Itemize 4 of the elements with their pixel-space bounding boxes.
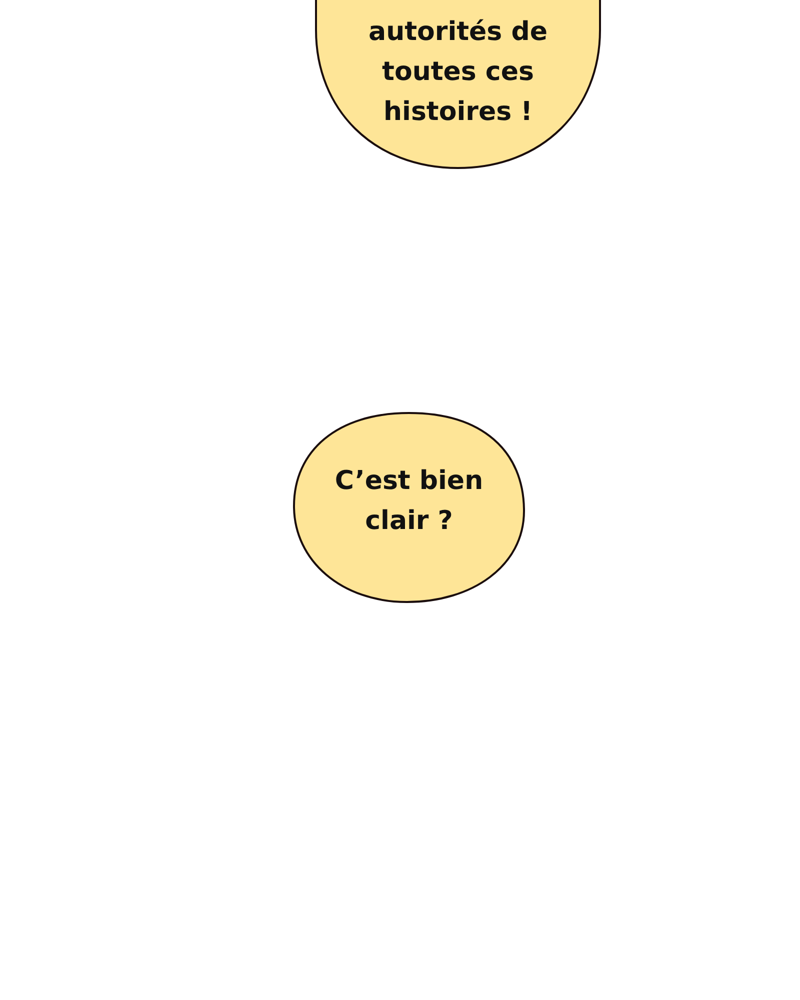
speech-bubble bbox=[292, 411, 526, 604]
speech-text: C’est bien clair ? bbox=[334, 465, 484, 538]
speech-bubble bbox=[314, 0, 602, 170]
speech-text: autorités de toutes ces histoires ! bbox=[368, 16, 548, 129]
